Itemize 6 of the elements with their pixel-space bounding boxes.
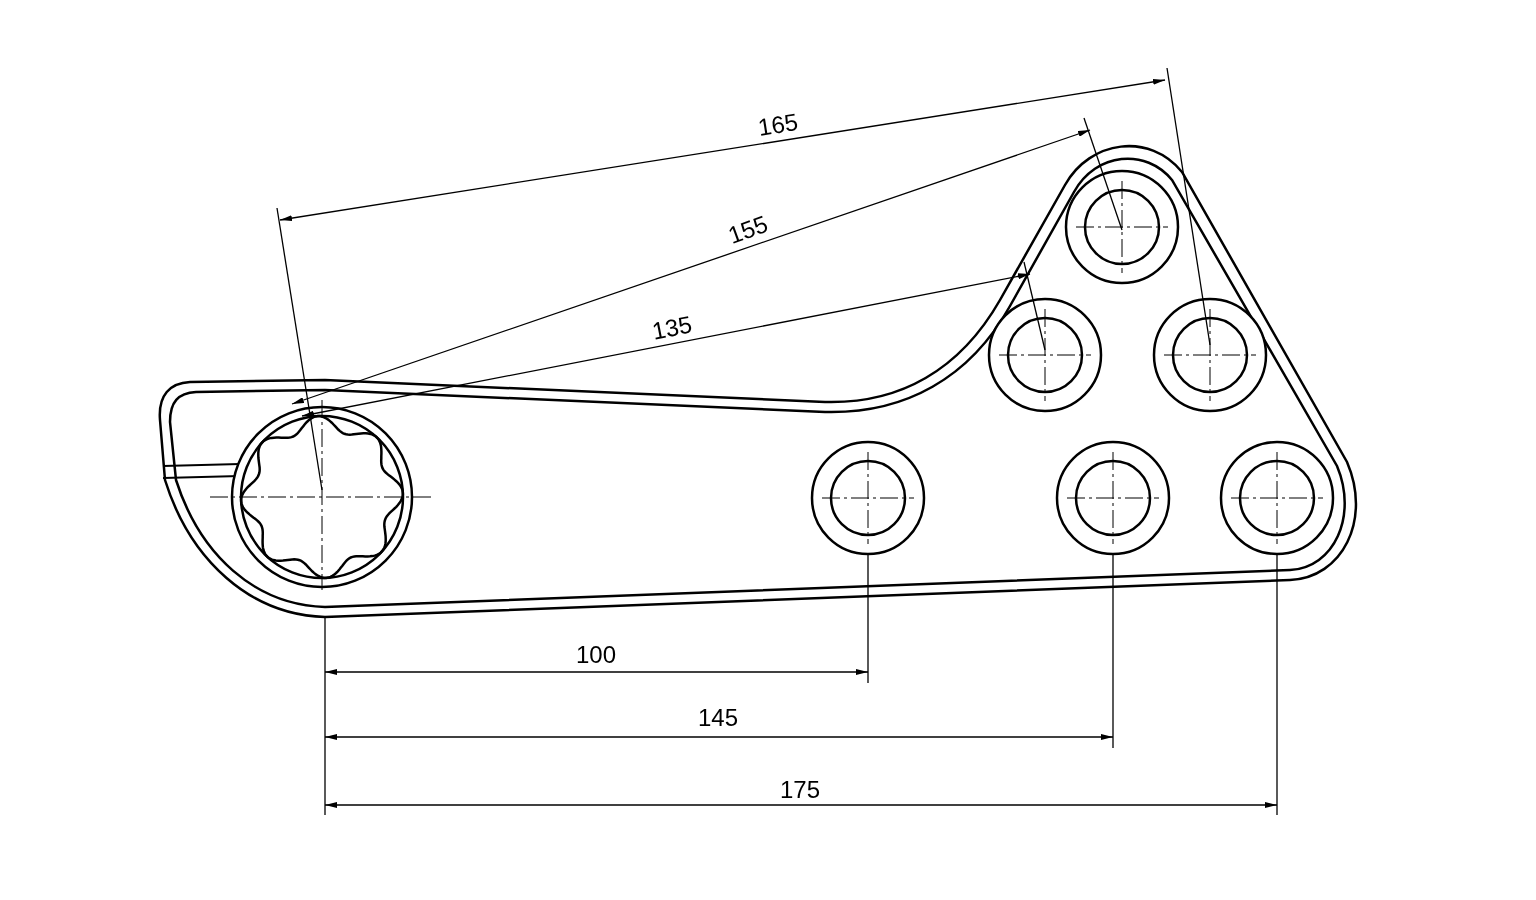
dimension-value: 135 [650,312,694,344]
dimension-value: 100 [576,643,617,667]
dimension-value: 165 [756,110,800,140]
dimension-value: 175 [780,778,821,802]
dimension-value: 145 [698,706,739,730]
dimension-value: 155 [725,211,771,249]
